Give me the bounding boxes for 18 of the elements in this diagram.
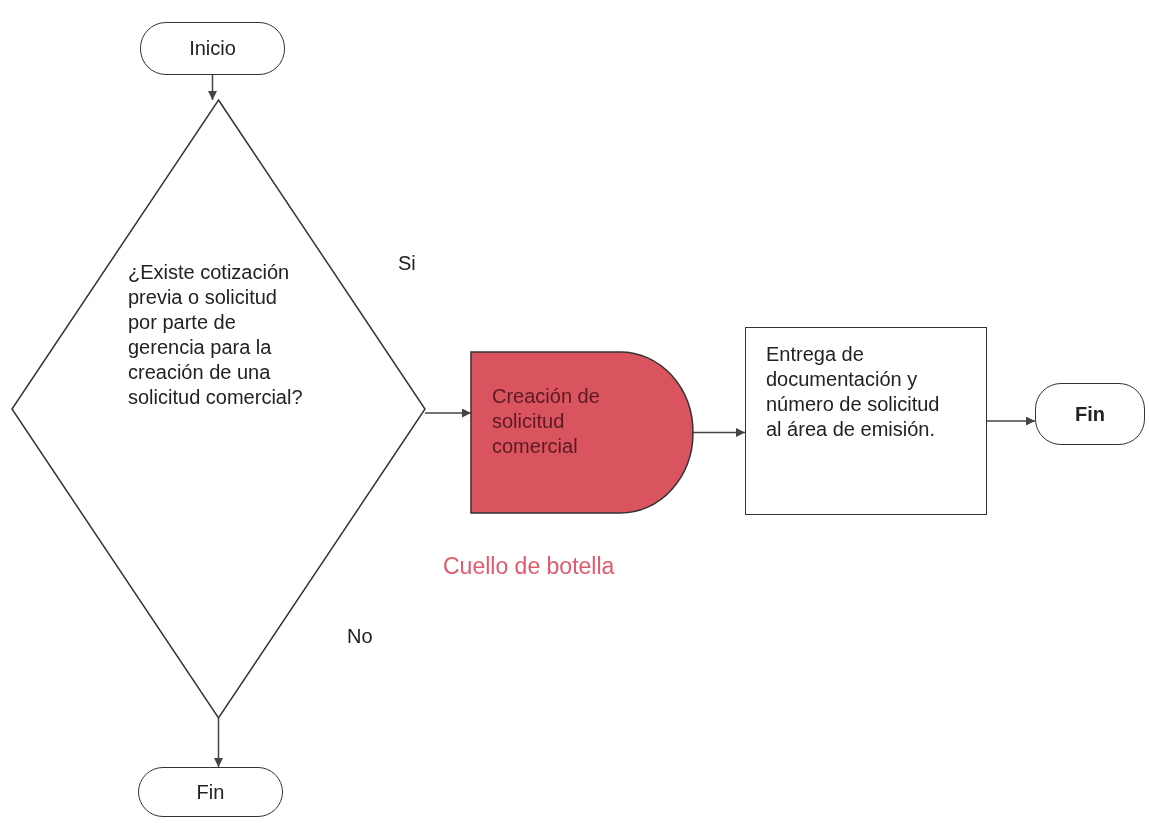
node-text: Fin xyxy=(1075,401,1105,427)
terminator-box xyxy=(138,767,283,817)
arrow xyxy=(692,428,746,437)
node-text: Creación de solicitud comercial xyxy=(492,384,601,459)
note-label: Cuello de botella xyxy=(443,553,615,580)
terminator-box xyxy=(140,22,285,75)
node-text: ¿Existe cotización previa o solicitud por parte de gerencia para la creación de una solicitud comercial? xyxy=(128,260,304,410)
node-text: Fin xyxy=(196,779,225,805)
decision-diamond xyxy=(12,100,425,718)
terminator-box xyxy=(1035,383,1145,445)
process-box xyxy=(745,327,987,515)
arrow xyxy=(986,416,1036,426)
node-text: Inicio xyxy=(189,36,236,61)
delay-shape xyxy=(471,352,693,513)
node-text: Entrega de documentación y número de solicitud al área de emisión. xyxy=(766,342,941,442)
arrow xyxy=(424,408,472,418)
arrow xyxy=(208,74,217,101)
arrow xyxy=(214,717,223,768)
